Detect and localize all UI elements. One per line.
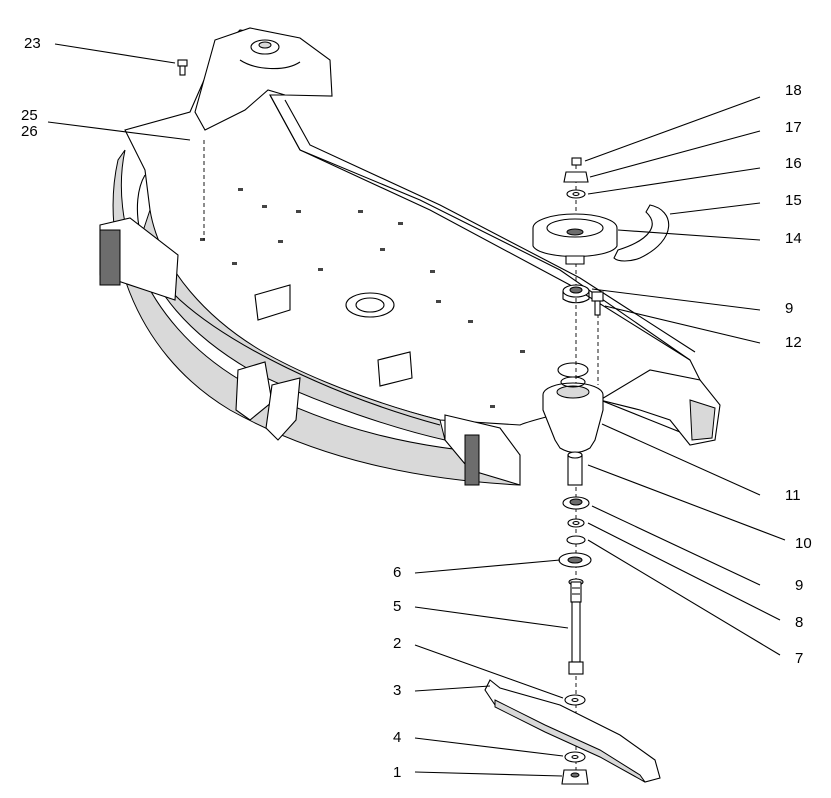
callout-11: 11 [785, 487, 801, 504]
part-11-spindle-housing [542, 362, 604, 454]
part-12-bolt [591, 291, 604, 316]
part-14-pulley [532, 213, 618, 265]
callout-25: 25 [21, 107, 38, 124]
part-16-washer [566, 189, 586, 199]
part-8-seal [567, 518, 585, 528]
callout-3: 3 [393, 682, 401, 699]
callout-26: 26 [21, 123, 38, 140]
part-6-seal [558, 552, 592, 568]
callout-1: 1 [393, 764, 401, 781]
callout-5: 5 [393, 598, 401, 615]
part-3-blade [484, 679, 661, 783]
callout-9-upper: 9 [785, 300, 793, 317]
part-9-bearing-lower [562, 496, 590, 510]
part-23-bolt [177, 59, 188, 76]
callout-16: 16 [785, 155, 802, 172]
leader-lines [47, 43, 786, 777]
part-4-washer [564, 751, 586, 763]
part-18-nut [571, 157, 582, 166]
part-15-belt-guard [613, 204, 670, 262]
callout-8: 8 [795, 614, 803, 631]
deck-mounting-holes [200, 188, 525, 408]
callout-18: 18 [785, 82, 802, 99]
callout-labels: 23 25 26 18 17 16 15 14 9 12 11 10 9 8 7… [21, 35, 812, 781]
callout-7: 7 [795, 650, 803, 667]
part-7-washer [566, 535, 586, 545]
callout-14: 14 [785, 230, 802, 247]
callout-17: 17 [785, 119, 802, 136]
part-10-spacer [567, 451, 583, 486]
part-2-washer [564, 694, 586, 706]
part-5-spindle-shaft [568, 578, 584, 675]
callout-10: 10 [795, 535, 812, 552]
spindle-assembly [484, 157, 670, 785]
part-9-bearing-upper [562, 284, 590, 304]
part-1-nut [561, 769, 589, 785]
callout-9-lower: 9 [795, 577, 803, 594]
mower-deck-housing [99, 27, 721, 486]
callout-6: 6 [393, 564, 401, 581]
callout-4: 4 [393, 729, 401, 746]
callout-15: 15 [785, 192, 802, 209]
callout-23: 23 [24, 35, 41, 52]
part-17-nut [563, 171, 589, 183]
callout-12: 12 [785, 334, 802, 351]
callout-2: 2 [393, 635, 401, 652]
